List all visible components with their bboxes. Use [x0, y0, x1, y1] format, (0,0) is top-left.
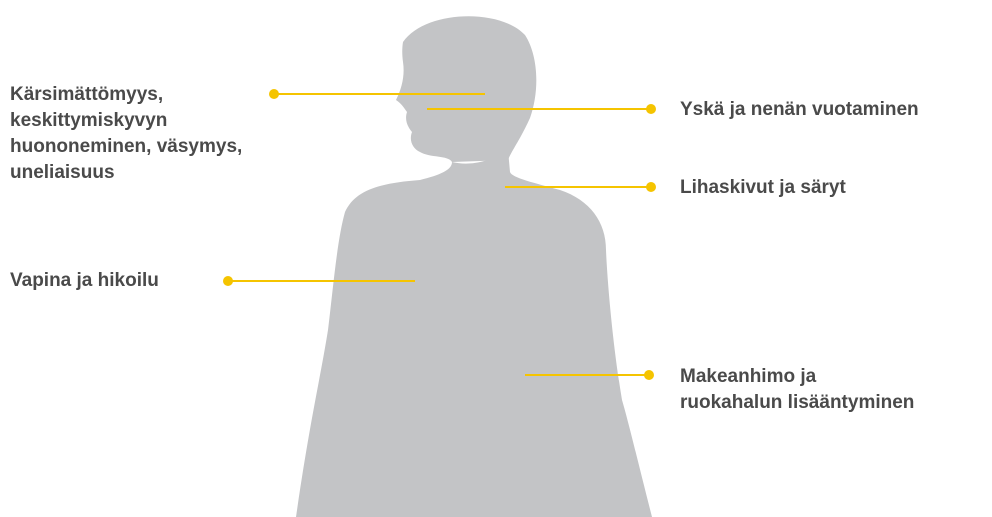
label-cough-runny-nose: Yskä ja nenän vuotaminen — [680, 97, 919, 123]
label-line: Makeanhimo ja — [680, 364, 914, 390]
label-line: keskittymiskyvyn — [10, 108, 242, 134]
label-line: Kärsimättömyys, — [10, 82, 242, 108]
label-tremor-sweating: Vapina ja hikoilu — [10, 268, 159, 294]
head-silhouette — [396, 16, 536, 162]
label-line: ruokahalun lisääntyminen — [680, 390, 914, 416]
label-cognitive-symptoms: Kärsimättömyys, keskittymiskyvyn huonone… — [10, 82, 242, 186]
label-line: uneliaisuus — [10, 160, 242, 186]
connector-dot-tremor — [223, 276, 233, 286]
label-sugar-craving: Makeanhimo ja ruokahalun lisääntyminen — [680, 364, 914, 416]
connector-dot-craving — [644, 370, 654, 380]
label-line: Vapina ja hikoilu — [10, 268, 159, 294]
connector-dot-muscle — [646, 182, 656, 192]
label-line: huononeminen, väsymys, — [10, 134, 242, 160]
label-line: Lihaskivut ja säryt — [680, 175, 846, 201]
connector-dot-cognitive — [269, 89, 279, 99]
connector-dot-cough — [646, 104, 656, 114]
label-line: Yskä ja nenän vuotaminen — [680, 97, 919, 123]
body-silhouette — [296, 150, 652, 517]
label-muscle-pain: Lihaskivut ja säryt — [680, 175, 846, 201]
